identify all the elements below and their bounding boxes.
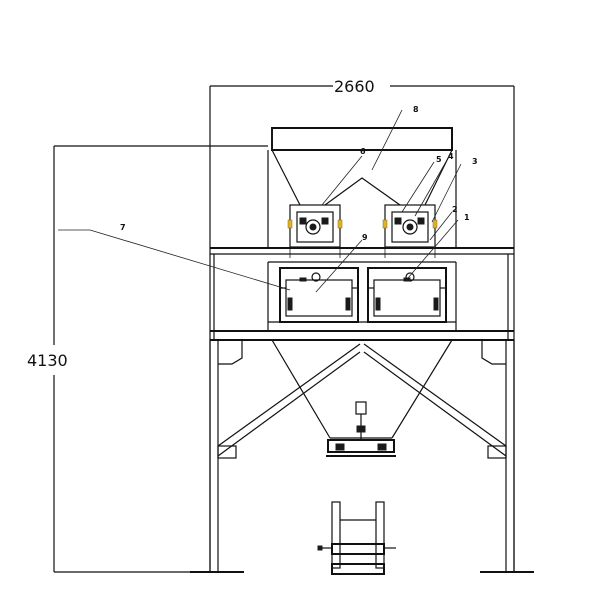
callout-8: 8	[413, 105, 419, 114]
height-label: 4130	[27, 351, 68, 370]
callout-3: 3	[472, 157, 478, 166]
bag-clamp	[326, 401, 396, 457]
right-vibrator-feeder	[382, 204, 438, 258]
callout-2: 2	[452, 205, 458, 214]
support-frame	[190, 339, 534, 573]
left-weigh-hopper	[279, 267, 359, 323]
callout-7: 7	[120, 223, 126, 232]
callout-1: 1	[464, 213, 470, 222]
right-weigh-hopper	[367, 267, 447, 323]
callout-6: 6	[360, 147, 366, 156]
upper-platform	[210, 247, 514, 340]
bag-conveyor	[317, 501, 396, 575]
leader-lines	[58, 109, 462, 293]
lower-platform	[210, 321, 514, 341]
width-label: 2660	[334, 77, 375, 96]
callout-9: 9	[362, 233, 368, 242]
left-vibrator-feeder	[287, 204, 343, 258]
callout-5: 5	[436, 155, 442, 164]
discharge-funnel	[271, 339, 453, 439]
feed-hopper	[267, 127, 457, 248]
callout-4: 4	[448, 152, 454, 161]
height-dimension: 4130	[27, 145, 268, 573]
callouts: 8 6 5 4 3 2 1 9 7	[120, 105, 478, 242]
